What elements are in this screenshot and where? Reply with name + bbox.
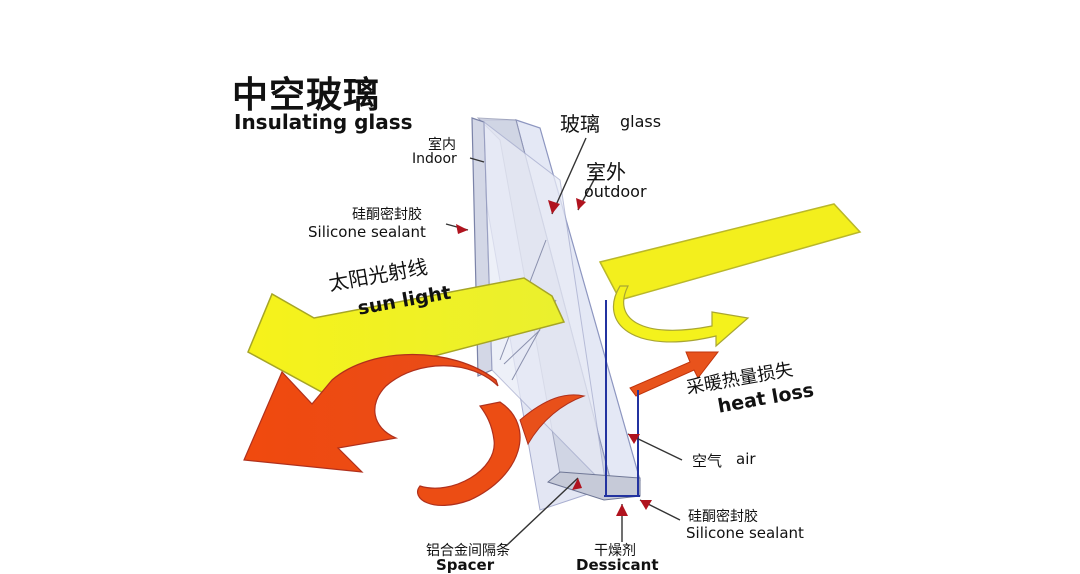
label-glass-en: glass bbox=[620, 112, 662, 131]
arrowhead-outdoor bbox=[576, 198, 586, 210]
heat-loss-stream bbox=[519, 394, 586, 446]
title-english: Insulating glass bbox=[234, 110, 413, 134]
sunlight-ray-back bbox=[598, 203, 862, 301]
label-indoor-en: Indoor bbox=[412, 151, 457, 167]
title-chinese: 中空玻璃 bbox=[232, 75, 381, 116]
label-desiccant-zh: 干燥剂 bbox=[594, 543, 636, 559]
sunlight-ray-front bbox=[247, 277, 566, 416]
pointer-glass bbox=[551, 137, 587, 215]
arrowhead-desiccant bbox=[616, 504, 628, 516]
bottom-sealant-strip bbox=[546, 471, 641, 501]
label-outdoor-en: outdoor bbox=[584, 182, 647, 201]
arrowhead-spacer bbox=[572, 478, 582, 490]
arrowhead-sealant2 bbox=[640, 500, 652, 510]
arrowhead-air bbox=[628, 434, 640, 444]
label-sealant2-en: Silicone sealant bbox=[686, 524, 804, 542]
label-spacer-zh: 铝合金间隔条 bbox=[426, 543, 510, 559]
pointer-indoor bbox=[469, 157, 485, 163]
glass-glint-3 bbox=[503, 329, 541, 365]
heat-loss-arrow-out bbox=[629, 351, 720, 397]
label-sealant2-zh: 硅酮密封胶 bbox=[688, 509, 758, 525]
label-air-en: air bbox=[736, 450, 756, 468]
heat-loss-swirl-arrow bbox=[243, 353, 499, 473]
label-glass-zh: 玻璃 bbox=[560, 112, 600, 136]
label-sealant-en: Silicone sealant bbox=[308, 223, 426, 241]
label-air-zh: 空气 bbox=[692, 452, 723, 470]
label-desiccant-en: Dessicant bbox=[576, 556, 659, 574]
label-outdoor-zh: 室外 bbox=[586, 160, 626, 184]
label-spacer-en: Spacer bbox=[436, 556, 495, 574]
arrowhead-glass bbox=[548, 200, 560, 214]
arrowhead-sealant bbox=[456, 224, 468, 234]
pointer-arrowheads bbox=[456, 198, 652, 516]
pointer-spacer bbox=[505, 477, 579, 547]
heat-loss-curl bbox=[417, 401, 521, 507]
reflected-sun-arrow bbox=[612, 285, 750, 348]
label-sealant-zh: 硅酮密封胶 bbox=[352, 207, 422, 223]
label-indoor-zh: 室内 bbox=[428, 137, 456, 153]
